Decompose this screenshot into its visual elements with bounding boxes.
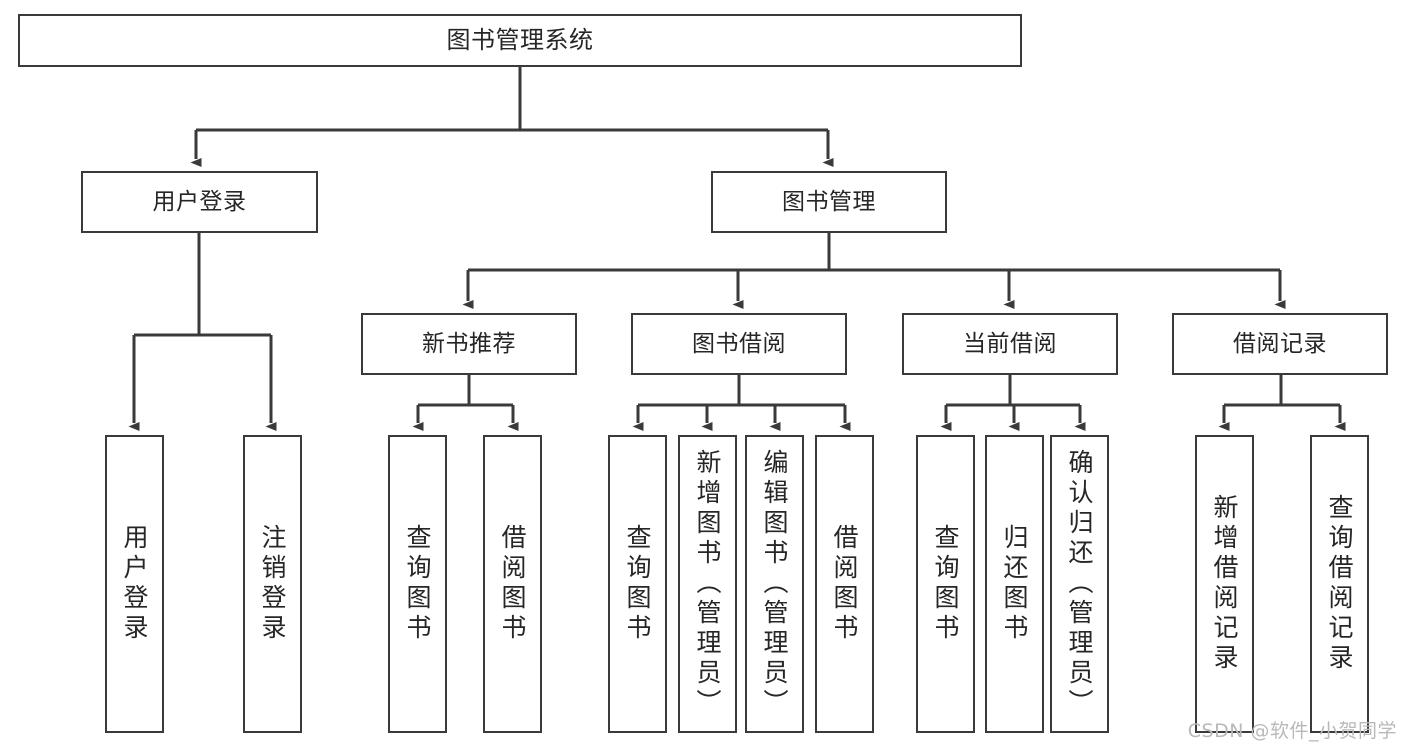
node-leaf-add-record-label: 新增借阅记录 <box>1210 494 1239 674</box>
node-leaf-query-book-3[interactable]: 查询图书 <box>916 435 975 733</box>
node-leaf-user-login[interactable]: 用户登录 <box>105 435 164 733</box>
node-leaf-return-book-label: 归还图书 <box>1000 524 1029 644</box>
node-root-label: 图书管理系统 <box>446 25 594 54</box>
node-leaf-borrow-book-1[interactable]: 借阅图书 <box>483 435 542 733</box>
node-new-book-rec[interactable]: 新书推荐 <box>361 313 577 375</box>
node-leaf-add-book-label: 新增图书（管理员） <box>693 449 722 719</box>
node-leaf-edit-book-label: 编辑图书（管理员） <box>760 449 789 719</box>
node-root[interactable]: 图书管理系统 <box>18 14 1022 67</box>
node-book-manage[interactable]: 图书管理 <box>711 171 947 233</box>
node-leaf-query-book-2[interactable]: 查询图书 <box>608 435 667 733</box>
node-leaf-user-login-label: 用户登录 <box>120 524 149 644</box>
node-book-borrow-label: 图书借阅 <box>692 330 786 357</box>
node-leaf-return-book[interactable]: 归还图书 <box>985 435 1044 733</box>
node-leaf-borrow-book-2-label: 借阅图书 <box>830 524 859 644</box>
node-leaf-borrow-book-2[interactable]: 借阅图书 <box>815 435 874 733</box>
node-leaf-add-book[interactable]: 新增图书（管理员） <box>678 435 737 733</box>
node-new-book-rec-label: 新书推荐 <box>422 330 516 357</box>
node-user-login[interactable]: 用户登录 <box>81 171 318 233</box>
node-leaf-borrow-book-1-label: 借阅图书 <box>498 524 527 644</box>
node-book-borrow[interactable]: 图书借阅 <box>631 313 847 375</box>
node-leaf-query-book-1[interactable]: 查询图书 <box>388 435 447 733</box>
node-book-manage-label: 图书管理 <box>782 188 876 215</box>
node-user-login-label: 用户登录 <box>152 188 247 215</box>
node-leaf-query-record-label: 查询借阅记录 <box>1325 494 1354 674</box>
node-leaf-query-book-3-label: 查询图书 <box>931 524 960 644</box>
node-leaf-edit-book[interactable]: 编辑图书（管理员） <box>745 435 804 733</box>
node-leaf-add-record[interactable]: 新增借阅记录 <box>1195 435 1254 733</box>
node-borrow-record[interactable]: 借阅记录 <box>1172 313 1388 375</box>
node-borrow-record-label: 借阅记录 <box>1233 330 1327 357</box>
node-leaf-confirm-return-label: 确认归还（管理员） <box>1065 449 1094 719</box>
node-leaf-logout[interactable]: 注销登录 <box>243 435 302 733</box>
node-leaf-query-book-2-label: 查询图书 <box>623 524 652 644</box>
node-current-borrow-label: 当前借阅 <box>963 330 1057 357</box>
node-leaf-confirm-return[interactable]: 确认归还（管理员） <box>1050 435 1109 733</box>
node-current-borrow[interactable]: 当前借阅 <box>902 313 1118 375</box>
node-leaf-query-record[interactable]: 查询借阅记录 <box>1310 435 1369 733</box>
node-leaf-logout-label: 注销登录 <box>258 524 287 644</box>
node-leaf-query-book-1-label: 查询图书 <box>403 524 432 644</box>
